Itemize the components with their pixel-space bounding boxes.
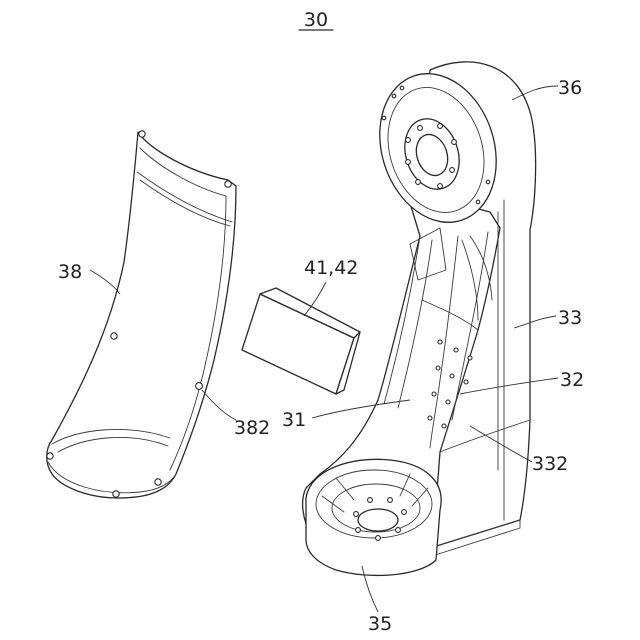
base-ring (306, 459, 441, 575)
leader-38 (90, 270, 120, 294)
cap-rim-hole (476, 200, 480, 204)
wall-hole (436, 366, 440, 370)
wall-hole (438, 340, 442, 344)
wall-hole (464, 380, 468, 384)
cap-rim-hole (486, 180, 490, 184)
label-382: 382 (234, 417, 270, 439)
wall-hole (442, 424, 446, 428)
label-332: 332 (532, 453, 568, 475)
base-bore (358, 509, 398, 531)
cap-bolt (418, 126, 423, 131)
figure-number: 30 (299, 9, 333, 31)
cover-boss-mid (111, 333, 117, 339)
cap-bolt (452, 140, 457, 145)
label-31: 31 (282, 409, 306, 431)
cap-bolt (450, 168, 455, 173)
cap-rim-hole (392, 94, 396, 98)
cap-bolt (438, 184, 443, 189)
wall-hole (454, 348, 458, 352)
cap-bolt (406, 160, 411, 165)
base-bolt (396, 528, 401, 533)
label-36: 36 (558, 77, 582, 99)
wall-hole (432, 392, 436, 396)
base-bolt (354, 512, 359, 517)
base-bolt (402, 510, 407, 515)
cover-part (47, 131, 236, 498)
cap-bolt (416, 180, 421, 185)
cover-boss-top-left (139, 131, 145, 137)
module-box (242, 288, 360, 394)
wall-hole (446, 400, 450, 404)
cover-outline (47, 132, 236, 498)
cap-bolt (406, 138, 411, 143)
label-41-42: 41,42 (304, 257, 358, 279)
base-bolt (368, 498, 373, 503)
cover-boss-top-right (225, 181, 231, 187)
cover-boss-bottom-left (47, 453, 53, 459)
cover-fastener-382 (196, 383, 203, 390)
wall-hole (428, 416, 432, 420)
cap-rim-hole (400, 86, 404, 90)
cover-boss-bottom-right (155, 479, 161, 485)
wall-hole (468, 356, 472, 360)
label-38: 38 (58, 261, 82, 283)
base-bolt (388, 498, 393, 503)
label-33: 33 (558, 307, 582, 329)
base-bolt (376, 536, 381, 541)
cover-boss-bottom (113, 491, 119, 497)
leader-382 (202, 390, 236, 420)
wall-hole (450, 374, 454, 378)
base-bolt (356, 528, 361, 533)
cap-bolt (438, 124, 443, 129)
label-32: 32 (560, 369, 584, 391)
cap-rim-hole (382, 116, 386, 120)
figure-number-text: 30 (304, 9, 328, 31)
label-35: 35 (368, 613, 392, 635)
